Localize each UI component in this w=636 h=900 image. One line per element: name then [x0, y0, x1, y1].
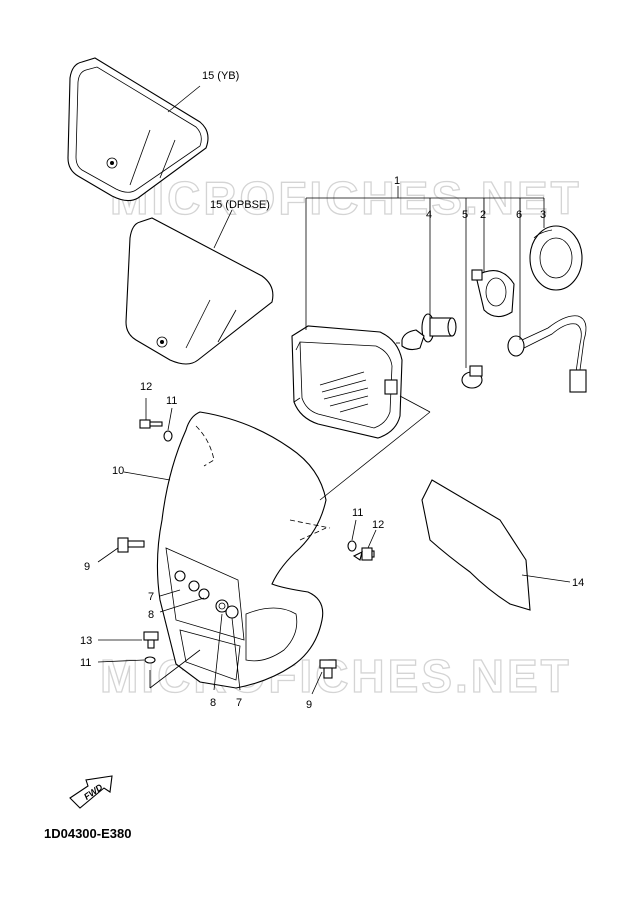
diagram-code: 1D04300-E380 — [44, 826, 131, 841]
position-bulb — [461, 365, 483, 389]
label-11-right: 11 — [352, 507, 363, 519]
label-15-dpbse: 15 (DPBSE) — [210, 199, 270, 211]
label-6: 6 — [516, 209, 522, 221]
rubber-cover — [529, 225, 583, 291]
label-11-left: 11 — [166, 395, 177, 407]
washer-11-lower — [144, 656, 156, 664]
label-1: 1 — [394, 175, 400, 187]
label-13: 13 — [80, 635, 92, 647]
lens-cover-yb — [67, 57, 209, 202]
fwd-arrow-icon: FWD — [69, 775, 113, 809]
label-8-left: 8 — [148, 609, 154, 621]
label-5: 5 — [462, 209, 468, 221]
screw-13 — [143, 631, 159, 649]
bulb-socket-cord — [507, 315, 587, 393]
bulb-socket-clip — [471, 269, 515, 318]
label-4: 4 — [426, 209, 432, 221]
label-10: 10 — [112, 465, 124, 477]
leader-lines — [97, 85, 571, 695]
label-15-yb: 15 (YB) — [202, 70, 239, 82]
screw-12-left — [139, 419, 163, 429]
label-9-bottom: 9 — [306, 699, 312, 711]
washer-11-right — [347, 540, 357, 552]
headlight-bulb — [396, 313, 457, 351]
watermark-bottom: MICROFICHES.NET — [100, 650, 572, 702]
lens-cover-dpbse — [125, 217, 274, 365]
label-9-left: 9 — [84, 561, 90, 573]
label-3: 3 — [540, 209, 546, 221]
label-2: 2 — [480, 209, 486, 221]
part-labels: 15 (YB) 15 (DPBSE) 1 4 5 2 6 3 12 11 10 … — [80, 70, 584, 711]
screw-9-left — [117, 537, 145, 553]
label-7-bottom: 7 — [236, 697, 242, 709]
screw-9-bottom — [319, 659, 337, 679]
screw-12-right — [352, 547, 375, 561]
label-8-bottom: 8 — [210, 697, 216, 709]
label-14: 14 — [572, 577, 584, 589]
washer-11-left — [163, 430, 173, 442]
label-12-left: 12 — [140, 381, 152, 393]
label-7-left: 7 — [148, 591, 154, 603]
number-plate-visor — [421, 479, 531, 611]
headlight-unit — [291, 325, 403, 439]
label-11-lower: 11 — [80, 657, 91, 669]
headlight-cowl — [156, 411, 331, 689]
label-12-right: 12 — [372, 519, 384, 531]
